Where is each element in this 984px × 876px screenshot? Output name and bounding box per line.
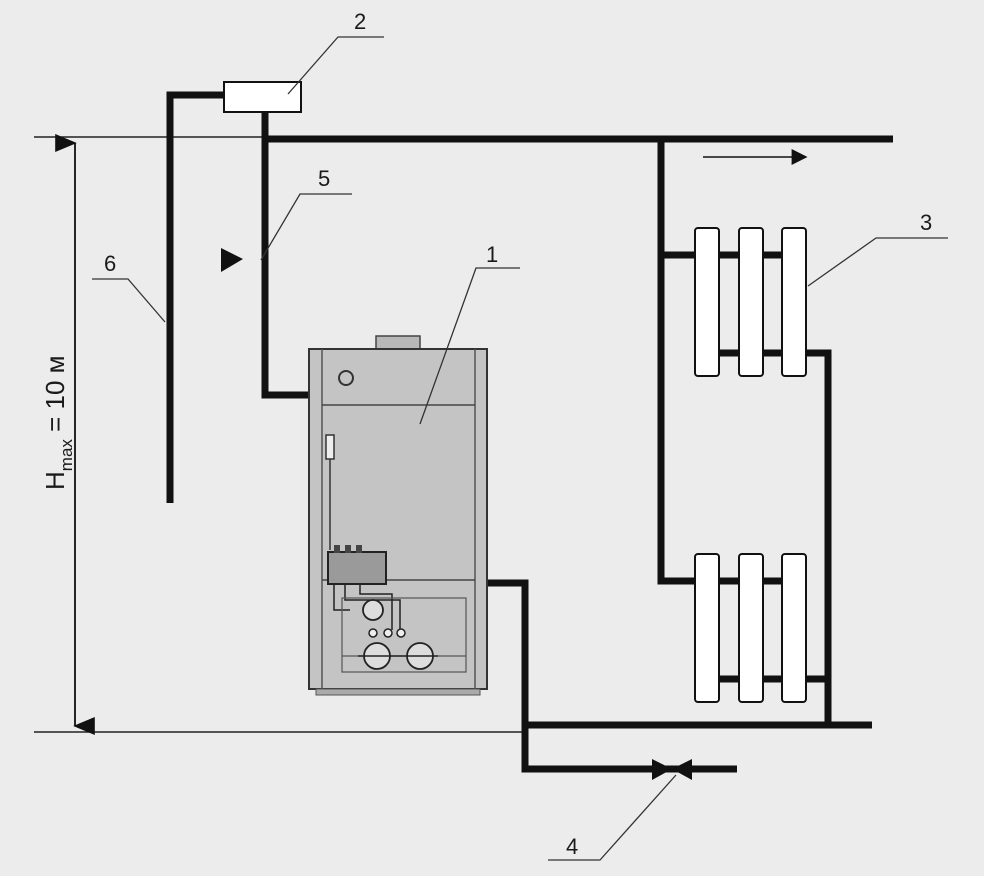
callout-4-label: 4 [566, 834, 578, 859]
radiator-section [781, 227, 807, 377]
height-dimension-letter: H [40, 471, 70, 490]
callout-3-label: 3 [920, 210, 932, 235]
height-dimension-value: = 10 м [40, 355, 70, 439]
callout-1-label: 1 [486, 242, 498, 267]
callout-4: 4 [548, 774, 677, 861]
boiler-return-pipe [487, 579, 737, 773]
callout-2: 2 [287, 9, 384, 95]
callout-1: 1 [419, 242, 520, 425]
callout-3: 3 [807, 210, 948, 287]
boiler-body [308, 348, 488, 690]
radiator-lower [694, 553, 828, 703]
boiler-burner-part [362, 599, 384, 621]
boiler [308, 335, 488, 696]
height-dimension-subscript: max [57, 439, 76, 472]
callout-6: 6 [92, 251, 166, 323]
radiator-section [694, 227, 720, 377]
riser-pipe [166, 91, 225, 503]
callout-6-label: 6 [104, 251, 116, 276]
radiator-riser [657, 139, 695, 585]
drain-valve [652, 759, 692, 780]
boiler-flue [375, 335, 421, 351]
callout-2-label: 2 [354, 9, 366, 34]
supply-pipe-boiler [261, 112, 309, 399]
radiator-section [781, 553, 807, 703]
radiator-return-riser [806, 349, 832, 725]
radiator-section [694, 553, 720, 703]
radiator-upper [694, 227, 828, 377]
callout-5: 5 [260, 166, 352, 261]
radiator-section [738, 553, 764, 703]
boiler-control-unit [327, 551, 387, 585]
boiler-gauge [338, 370, 354, 386]
height-dimension-label: Hmax = 10 м [40, 355, 76, 490]
expansion-tank [223, 81, 302, 113]
boiler-thermostat [325, 434, 335, 460]
radiator-section [738, 227, 764, 377]
pump-symbol [221, 248, 243, 272]
callout-5-label: 5 [318, 166, 330, 191]
boiler-bottom-strip [315, 688, 481, 696]
